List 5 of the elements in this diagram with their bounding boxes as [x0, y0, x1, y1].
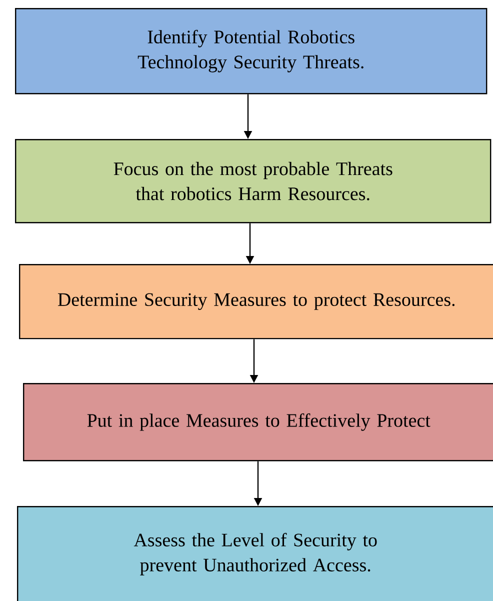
process-box: Assess the Level of Security to prevent Unauthorized Access.	[17, 506, 493, 601]
process-box: Put in place Measures to Effectively Protect	[23, 383, 493, 462]
process-box: Focus on the most probable Threats that robotics Harm Resources.	[15, 139, 492, 224]
process-box: Determine Security Measures to protect Resources.	[19, 264, 493, 340]
process-box: Identify Potential Robotics Technology Security Threats.	[15, 8, 488, 94]
